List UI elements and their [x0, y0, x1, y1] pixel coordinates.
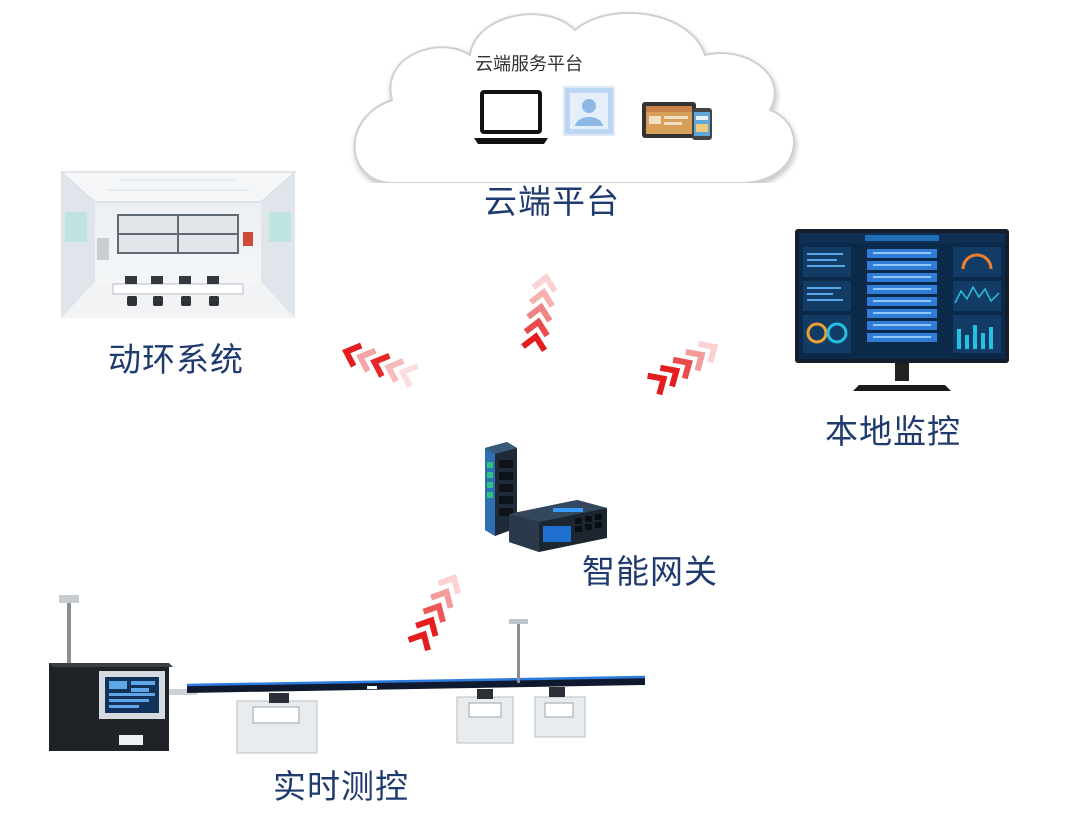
arrow-to-environment: [342, 341, 417, 386]
laptop-icon: [474, 90, 548, 144]
cloud-service-title: 云端服务平台: [475, 54, 583, 75]
arrow-to-monitor: [648, 338, 721, 395]
tablet-phone-icon: [642, 102, 712, 140]
local-monitor-label: 本地监控: [825, 412, 961, 451]
user-profile-icon: [563, 86, 615, 136]
environment-system-label: 动环系统: [108, 340, 244, 379]
realtime-control-label: 实时测控: [273, 767, 409, 806]
monitor-display-image: [795, 229, 1009, 391]
arrow-to-cloud: [523, 276, 557, 351]
arrow-to-gateway: [409, 573, 464, 650]
control-room-image: [59, 171, 297, 318]
gateway-device-image: [485, 442, 607, 552]
realtime-equipment-image: [49, 595, 646, 754]
cloud-platform-label: 云端平台: [484, 182, 620, 221]
gateway-label: 智能网关: [582, 552, 718, 591]
